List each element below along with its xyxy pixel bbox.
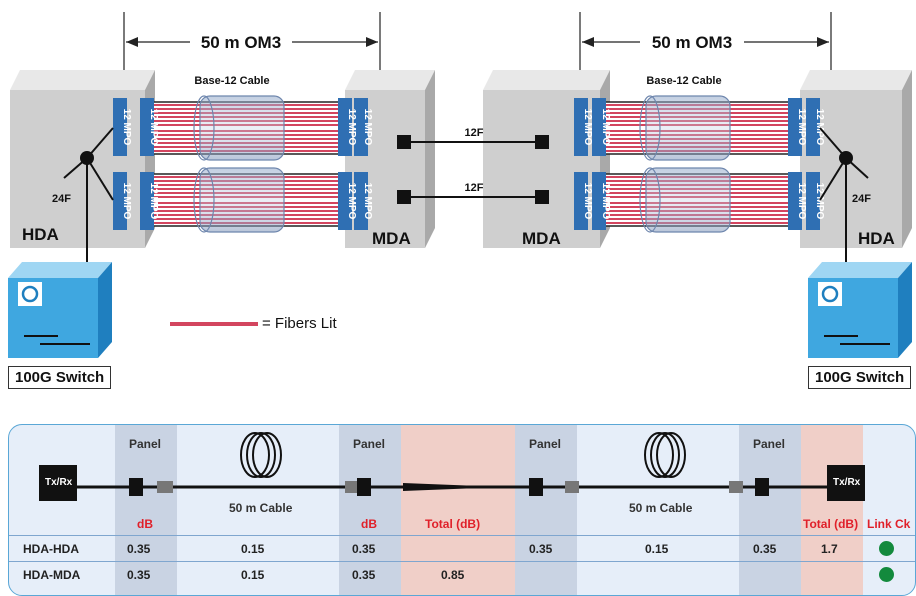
right-span-dimension xyxy=(579,12,832,80)
patch-label-lower: 12F xyxy=(465,182,484,194)
connector-icon xyxy=(157,481,173,493)
panel-band xyxy=(115,425,177,595)
left-switch-label: 100G Switch xyxy=(8,366,112,389)
mpo-label: 12 MPO xyxy=(582,183,593,220)
mpo-label: 12 MPO xyxy=(814,183,825,220)
mpo-label: 12 MPO xyxy=(582,109,593,146)
table-cell: 0.35 xyxy=(352,542,376,556)
table-cell: 0.15 xyxy=(645,542,669,556)
right-breakout-node xyxy=(839,151,853,165)
row-name: HDA-MDA xyxy=(23,568,81,582)
table-cell: 0.85 xyxy=(441,568,465,582)
connector-icon xyxy=(345,481,357,493)
legend-text: = Fibers Lit xyxy=(262,315,337,332)
mpo-label: 12 MPO xyxy=(148,109,159,146)
total-header: Total (dB) xyxy=(803,517,859,531)
mpo-label: 12 MPO xyxy=(796,109,807,146)
right-span-label: 50 m OM3 xyxy=(652,33,732,52)
panel-header: Panel xyxy=(353,437,386,451)
left-breakout-node xyxy=(80,151,94,165)
total-band xyxy=(801,425,863,595)
left-span-dimension xyxy=(123,12,381,80)
mpo-label: 12 MPO xyxy=(346,109,357,146)
link-ok-indicator xyxy=(879,567,894,582)
table-cell: 0.15 xyxy=(241,542,265,556)
db-header: dB xyxy=(361,517,377,531)
left-span-label: 50 m OM3 xyxy=(201,33,281,52)
total-header: Total (dB) xyxy=(425,517,481,531)
left-fiber-count: 24F xyxy=(52,193,71,205)
mpo-label: 12 MPO xyxy=(600,183,611,220)
txrx-right-label: Tx/Rx xyxy=(833,477,861,488)
mpo-label: 12 MPO xyxy=(796,183,807,220)
txrx-right-icon xyxy=(827,465,865,501)
panel-band xyxy=(739,425,801,595)
table-cell: 0.35 xyxy=(529,542,553,556)
connector-icon xyxy=(529,478,543,496)
panel-band xyxy=(515,425,577,595)
cable-header: 50 m Cable xyxy=(229,501,293,515)
link-ok-indicator xyxy=(879,541,894,556)
table-row: HDA-MDA 0.35 0.15 0.35 0.85 xyxy=(9,561,915,588)
mpo-label: 12 MPO xyxy=(121,183,132,220)
mpo-label: 12 MPO xyxy=(148,183,159,220)
right-fiber-count: 24F xyxy=(852,193,871,205)
mpo-label: 12 MPO xyxy=(814,109,825,146)
mpo-label: 12 MPO xyxy=(362,183,373,220)
mpo-label: 12 MPO xyxy=(600,109,611,146)
right-mda-cabinet xyxy=(483,70,610,248)
cable-coil-icon xyxy=(240,432,282,478)
patch-label-upper: 12F xyxy=(465,127,484,139)
connector-icon xyxy=(129,478,143,496)
table-cell: 0.35 xyxy=(127,568,151,582)
right-switch-icon xyxy=(808,262,912,358)
mpo-label: 12 MPO xyxy=(362,109,373,146)
right-mda-label: MDA xyxy=(522,229,561,248)
cable-header: 50 m Cable xyxy=(629,501,693,515)
table-cell: 0.35 xyxy=(753,542,777,556)
txrx-left-icon xyxy=(39,465,77,501)
connector-icon xyxy=(357,478,371,496)
link-path-drawing xyxy=(39,432,865,501)
connector-icon xyxy=(729,481,743,493)
right-cable-tube xyxy=(639,95,731,233)
txrx-left-label: Tx/Rx xyxy=(45,477,73,488)
row-name: HDA-HDA xyxy=(23,542,79,556)
connector-icon xyxy=(755,478,769,496)
mpo-panels xyxy=(113,98,820,230)
connector-icon xyxy=(565,481,579,493)
left-switch-icon xyxy=(8,262,112,358)
loss-budget-table: Tx/Rx Tx/Rx Panel Panel Panel Panel 50 m… xyxy=(8,424,916,596)
total-band xyxy=(401,425,515,595)
left-cable-tube xyxy=(193,95,285,233)
panel-header: Panel xyxy=(529,437,562,451)
network-diagram: 50 m OM3 50 m OM3 HDA MDA MDA HDA xyxy=(8,12,912,358)
mpo-panel-labels: 12 MPO 12 MPO 12 MPO 12 MPO 12 MPO 12 MP… xyxy=(121,109,825,220)
link-check-header: Link Ck xyxy=(867,517,911,531)
table-cell: 0.35 xyxy=(352,568,376,582)
right-cable-label: Base-12 Cable xyxy=(646,75,721,87)
mpo-label: 12 MPO xyxy=(346,183,357,220)
left-cable-label: Base-12 Cable xyxy=(194,75,269,87)
left-hda-label: HDA xyxy=(22,225,59,244)
mpo-label: 12 MPO xyxy=(121,109,132,146)
panel-header: Panel xyxy=(753,437,786,451)
panel-band xyxy=(339,425,401,595)
left-mda-label: MDA xyxy=(372,229,411,248)
table-cell: 0.35 xyxy=(127,542,151,556)
table-cell: 0.15 xyxy=(241,568,265,582)
table-row: HDA-HDA 0.35 0.15 0.35 0.35 0.15 0.35 1.… xyxy=(9,535,915,562)
mda-patch-cords xyxy=(397,135,549,204)
cable-coil-icon xyxy=(644,432,686,478)
right-switch-label: 100G Switch xyxy=(808,366,912,389)
right-hda-label: HDA xyxy=(858,229,895,248)
table-cell: 1.7 xyxy=(821,542,838,556)
panel-header: Panel xyxy=(129,437,162,451)
db-header: dB xyxy=(137,517,153,531)
